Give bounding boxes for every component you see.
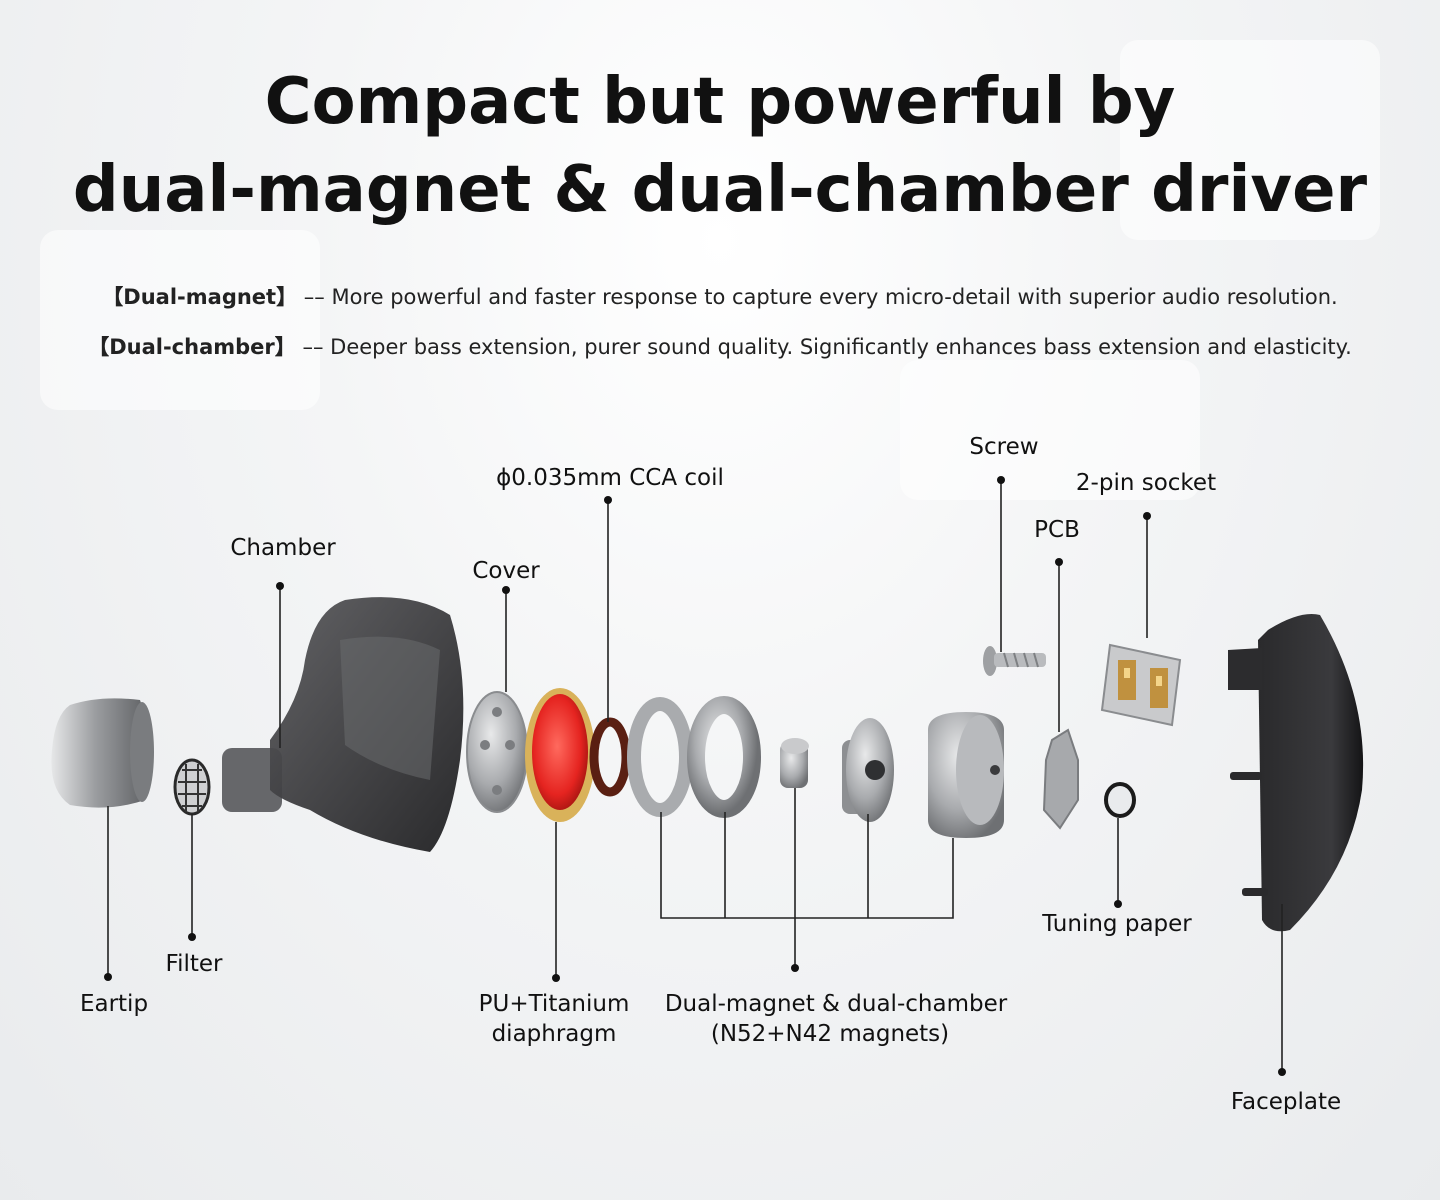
magnet-core: [780, 738, 809, 788]
label-chamber: Chamber: [230, 535, 336, 561]
tuning-paper-part: [1104, 782, 1136, 818]
label-tuning-paper: Tuning paper: [1042, 911, 1192, 937]
background-shape: [40, 230, 320, 410]
page-title-line1: Compact but powerful by: [264, 65, 1176, 139]
magnet-ring-2: [687, 696, 761, 818]
faceplate-part: [1228, 614, 1364, 932]
leader-lines: [107, 480, 1283, 1072]
label-faceplate: Faceplate: [1230, 1089, 1342, 1115]
screw-part: [983, 646, 1046, 676]
label-magnets-line2: (N52+N42 magnets): [710, 1021, 950, 1047]
label-coil: ϕ0.035mm CCA coil: [496, 465, 724, 491]
label-diaphragm-line1: PU+Titanium: [478, 991, 630, 1017]
leader-dots: [104, 476, 1286, 1076]
feature-dual-chamber: 【Dual-chamber】 –– Deeper bass extension,…: [0, 331, 1440, 361]
pole-piece: [842, 718, 894, 822]
label-socket: 2-pin socket: [1075, 470, 1217, 496]
filter-part: [173, 758, 211, 816]
label-screw: Screw: [969, 434, 1039, 460]
background-shape: [1120, 40, 1380, 240]
eartip-part: [51, 698, 154, 808]
label-magnets-line1: Dual-magnet & dual-chamber: [664, 991, 1008, 1017]
background-shape: [900, 360, 1200, 500]
label-diaphragm-line2: diaphragm: [491, 1021, 617, 1047]
cover-part: [466, 691, 528, 813]
pcb-part: [1042, 728, 1079, 830]
coil-part: [589, 717, 631, 797]
label-eartip: Eartip: [79, 991, 149, 1017]
feature-term: 【Dual-chamber】: [88, 335, 296, 359]
magnet-cup: [928, 712, 1004, 838]
feature-term: 【Dual-magnet】: [102, 285, 298, 309]
page-title-line2: dual-magnet & dual-chamber driver: [72, 153, 1368, 227]
feature-text: –– More powerful and faster response to …: [303, 285, 1338, 309]
chamber-part: [222, 597, 464, 852]
feature-dual-magnet: 【Dual-magnet】 –– More powerful and faste…: [0, 281, 1440, 311]
label-cover: Cover: [472, 558, 540, 584]
magnet-ring-1: [627, 697, 693, 817]
label-pcb: PCB: [1034, 517, 1080, 543]
label-filter: Filter: [165, 951, 223, 977]
feature-text: –– Deeper bass extension, purer sound qu…: [302, 335, 1352, 359]
diaphragm-part: [525, 688, 595, 822]
socket-part: [1100, 643, 1182, 727]
